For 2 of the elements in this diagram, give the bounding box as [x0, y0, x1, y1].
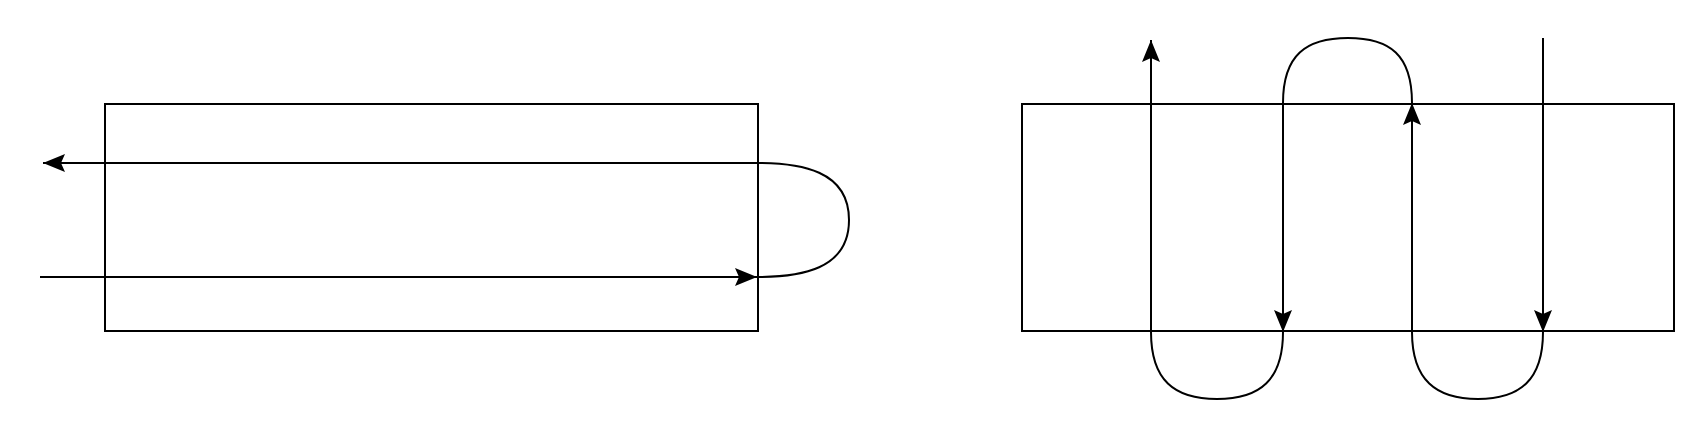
rectangle-outline	[1021, 103, 1675, 332]
rectangle-outline	[104, 103, 759, 332]
